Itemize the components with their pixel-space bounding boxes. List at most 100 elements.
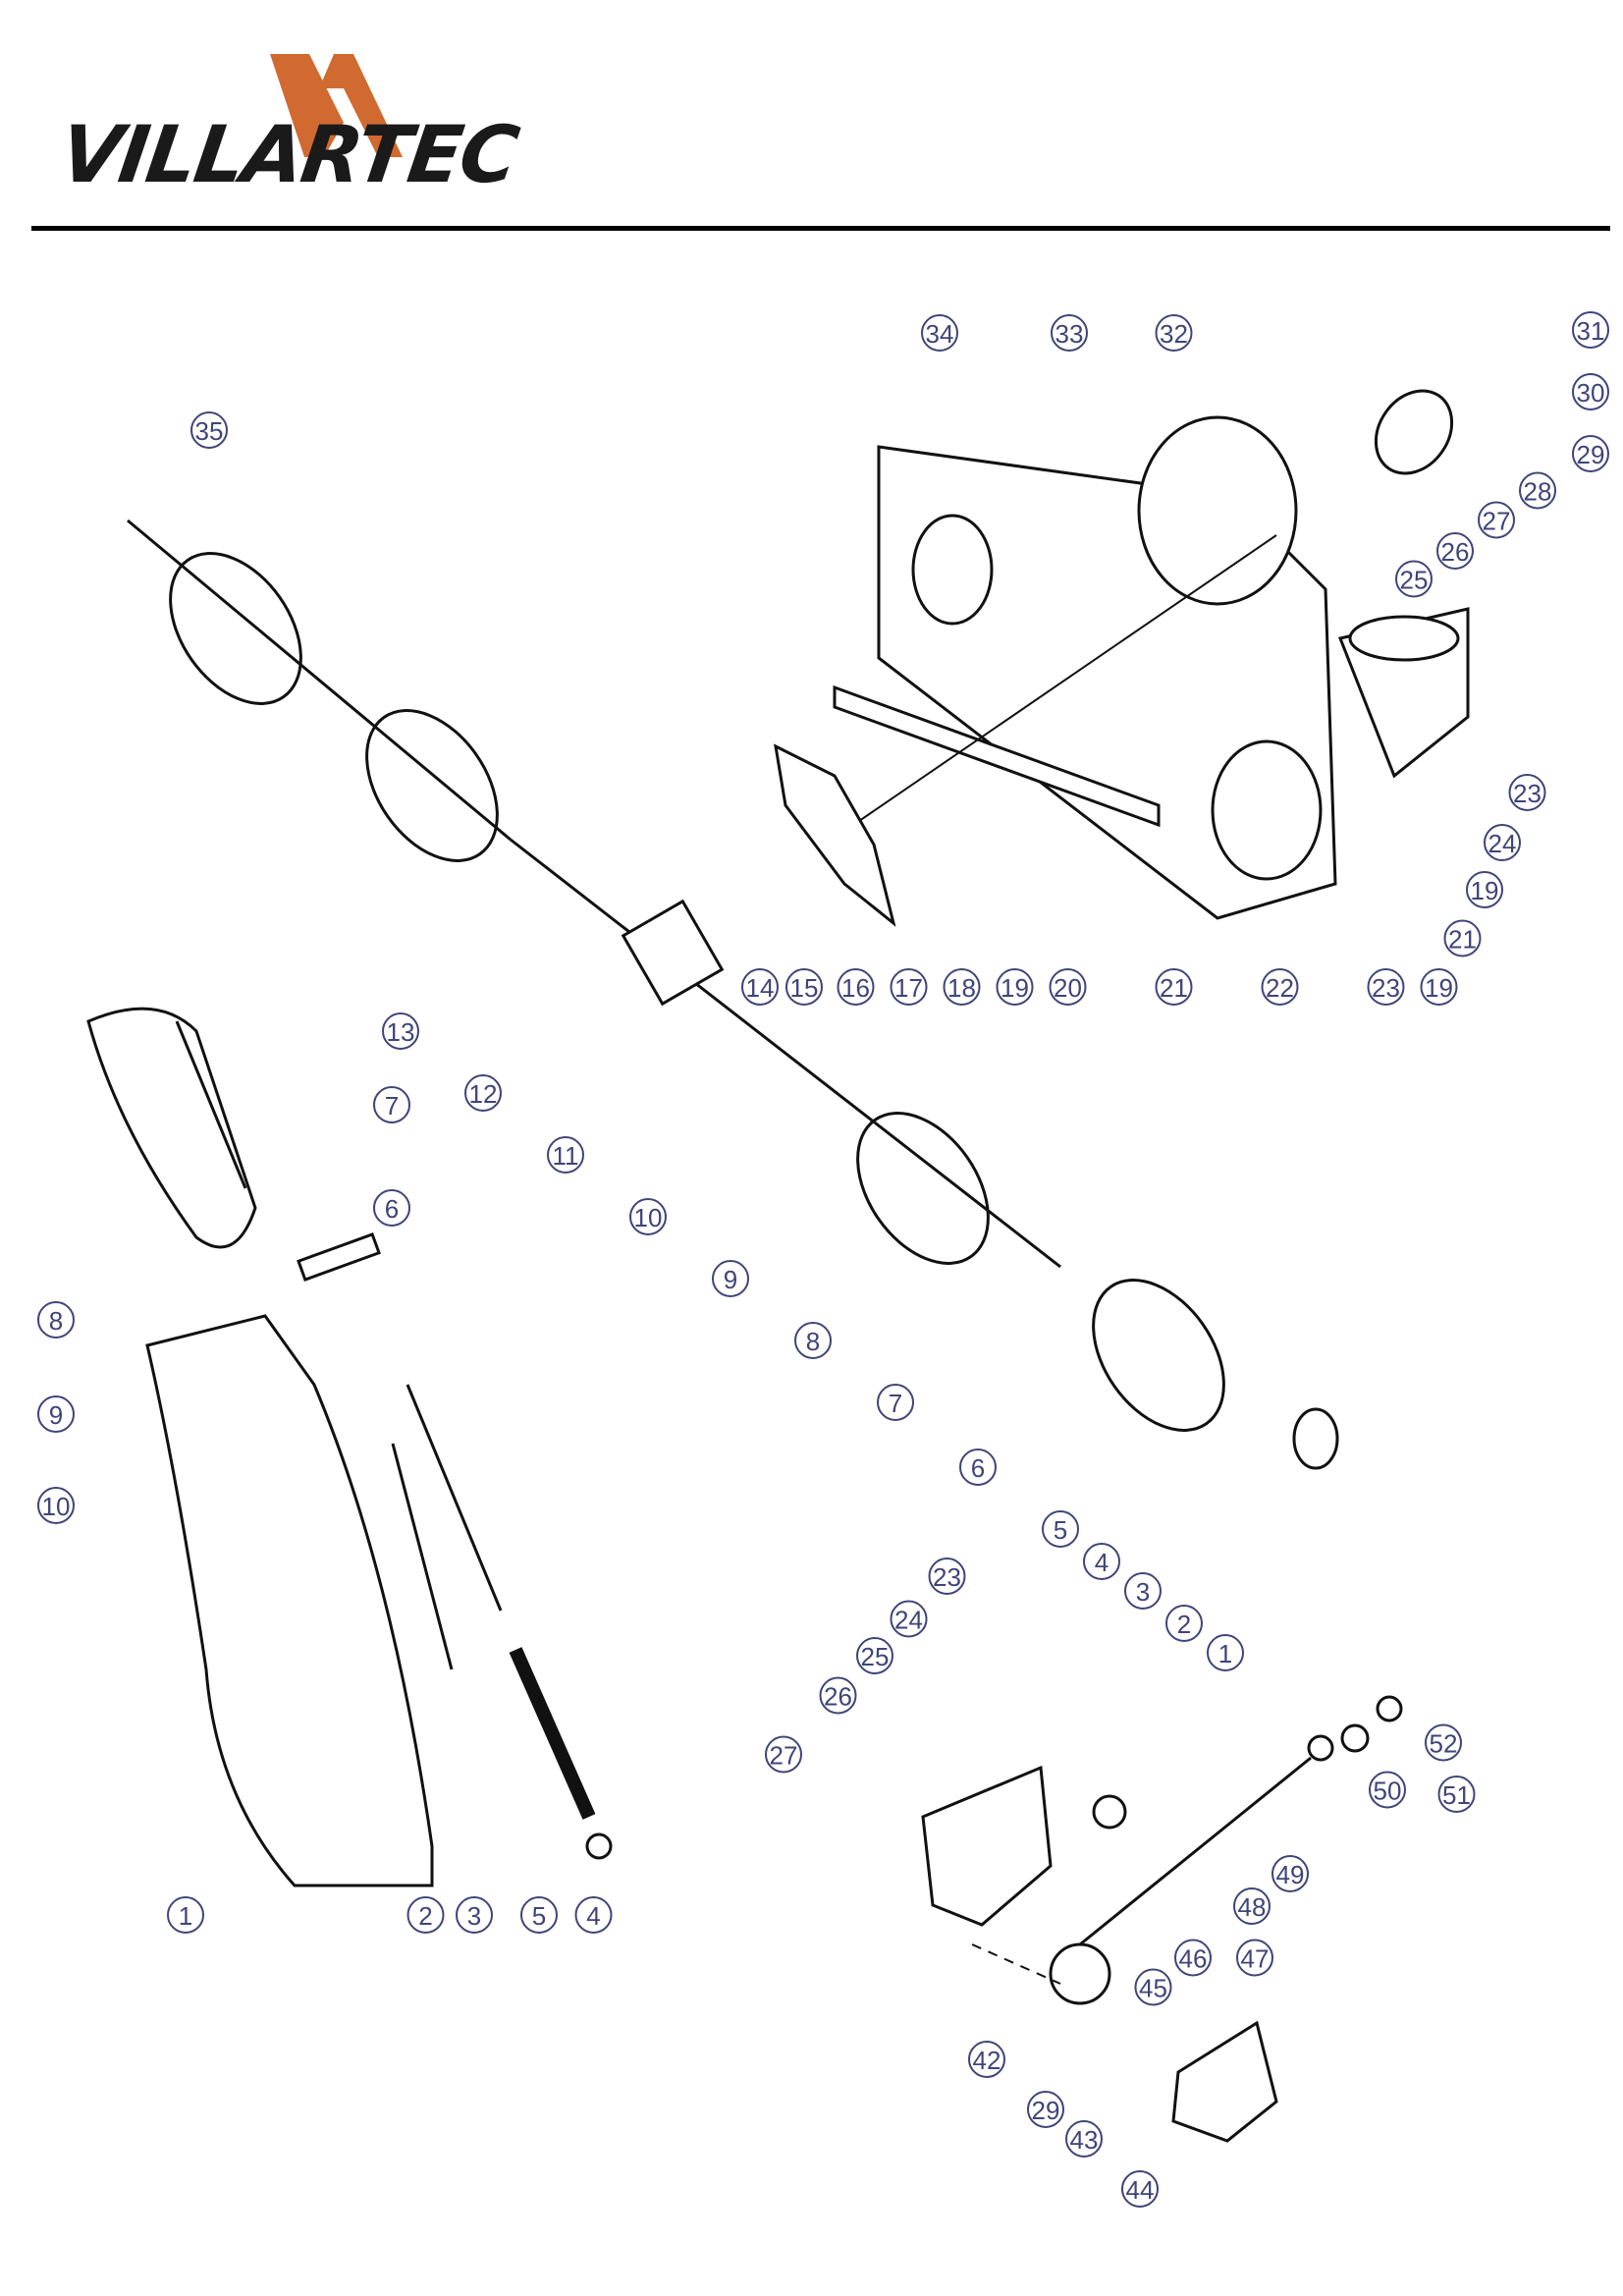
callout-circle <box>1425 1723 1462 1762</box>
callout-circle <box>785 968 823 1006</box>
callout-number: 22 <box>1266 973 1294 1003</box>
callout-number: 47 <box>1241 1944 1270 1974</box>
callout-circle <box>712 1260 749 1297</box>
callout-circle <box>890 1600 928 1638</box>
header-divider <box>31 226 1610 231</box>
callout-circle <box>1367 968 1405 1006</box>
callout-number: 23 <box>1513 779 1542 808</box>
callout-circle <box>37 1301 75 1339</box>
callout-circle <box>1271 1855 1309 1892</box>
callout-43: 43 <box>1065 2120 1103 2158</box>
callout-number: 2 <box>1177 1610 1191 1639</box>
auger-housing <box>833 415 1337 920</box>
callout-number: 29 <box>1577 440 1605 469</box>
callout-27: 27 <box>1478 501 1515 539</box>
callout-16: 16 <box>837 968 875 1006</box>
callout-circle <box>547 1136 584 1174</box>
callout-25: 25 <box>856 1637 893 1674</box>
callout-circle <box>1165 1605 1203 1642</box>
callout-15: 15 <box>785 968 823 1006</box>
callout-circle <box>382 1012 419 1050</box>
callout-circle <box>1572 373 1609 410</box>
callout-24: 24 <box>890 1600 928 1638</box>
callout-number: 20 <box>1054 973 1082 1003</box>
callout-19: 19 <box>996 968 1034 1006</box>
callout-18: 18 <box>943 968 981 1006</box>
callout-47: 47 <box>1236 1939 1273 1977</box>
callout-33: 33 <box>1051 314 1088 352</box>
callout-2: 2 <box>1165 1605 1203 1642</box>
callout-number: 7 <box>385 1091 399 1121</box>
callout-31: 31 <box>1572 311 1609 349</box>
callout-9: 9 <box>37 1395 75 1433</box>
callout-circle <box>1049 968 1087 1006</box>
callout-number: 27 <box>770 1741 798 1771</box>
callout-circle <box>877 1384 914 1421</box>
callout-circle <box>1124 1572 1162 1610</box>
callout-8: 8 <box>794 1322 832 1359</box>
callout-49: 49 <box>1271 1855 1309 1892</box>
callout-8: 8 <box>37 1301 75 1339</box>
callout-34: 34 <box>921 314 958 352</box>
callout-number: 2 <box>418 1901 432 1931</box>
callout-14: 14 <box>741 968 779 1006</box>
callout-number: 34 <box>926 319 954 349</box>
callout-number: 49 <box>1276 1860 1305 1889</box>
callout-17: 17 <box>890 968 928 1006</box>
callout-number: 51 <box>1442 1780 1471 1810</box>
callout-number: 21 <box>1160 973 1188 1003</box>
callout-5: 5 <box>520 1896 558 1934</box>
callout-number: 44 <box>1126 2175 1155 2205</box>
callout-circle <box>1121 2170 1159 2208</box>
callout-21: 21 <box>1443 919 1482 957</box>
callout-number: 9 <box>49 1400 63 1430</box>
callout-number: 42 <box>973 2046 1001 2075</box>
callout-number: 1 <box>179 1901 192 1931</box>
callout-circle <box>37 1395 75 1433</box>
callout-circle <box>1519 471 1556 510</box>
callout-number: 1 <box>1218 1639 1232 1668</box>
impeller <box>774 743 896 927</box>
callout-circle <box>167 1896 204 1934</box>
callout-6: 6 <box>373 1189 410 1227</box>
callout-25: 25 <box>1395 560 1433 598</box>
callout-19: 19 <box>1466 871 1503 908</box>
callout-23: 23 <box>1367 968 1405 1006</box>
callout-number: 31 <box>1577 316 1605 346</box>
callout-9: 9 <box>712 1260 749 1297</box>
callout-circle <box>921 314 958 352</box>
callout-4: 4 <box>1083 1543 1120 1580</box>
callout-number: 35 <box>195 416 224 446</box>
callout-26: 26 <box>1436 532 1474 570</box>
callout-24: 24 <box>1484 824 1521 861</box>
callout-26: 26 <box>819 1676 857 1715</box>
callout-48: 48 <box>1233 1887 1271 1925</box>
callout-number: 24 <box>1488 829 1517 858</box>
callout-number: 33 <box>1055 319 1084 349</box>
callout-42: 42 <box>968 2041 1005 2078</box>
callout-number: 24 <box>894 1606 923 1635</box>
callout-number: 6 <box>385 1194 399 1224</box>
callout-circle <box>1027 2091 1064 2128</box>
callout-29: 29 <box>1027 2091 1064 2128</box>
callout-circle <box>856 1637 893 1674</box>
callout-number: 12 <box>469 1079 498 1109</box>
callout-number: 21 <box>1448 925 1477 955</box>
callout-circle <box>1436 532 1474 570</box>
callout-number: 18 <box>947 973 976 1003</box>
callout-44: 44 <box>1121 2170 1159 2208</box>
callout-circle <box>1572 311 1609 349</box>
callout-number: 19 <box>1001 973 1029 1003</box>
callout-circle <box>1083 1543 1120 1580</box>
callout-circle <box>629 1198 667 1235</box>
callout-number: 23 <box>933 1562 961 1592</box>
callout-circle <box>1572 435 1609 472</box>
callout-3: 3 <box>1124 1572 1162 1610</box>
callout-circle <box>190 411 228 449</box>
callout-29: 29 <box>1572 435 1609 472</box>
callout-number: 26 <box>824 1682 852 1712</box>
callout-circle <box>373 1189 410 1227</box>
callout-circle <box>1155 968 1193 1006</box>
callout-number: 10 <box>42 1492 71 1521</box>
